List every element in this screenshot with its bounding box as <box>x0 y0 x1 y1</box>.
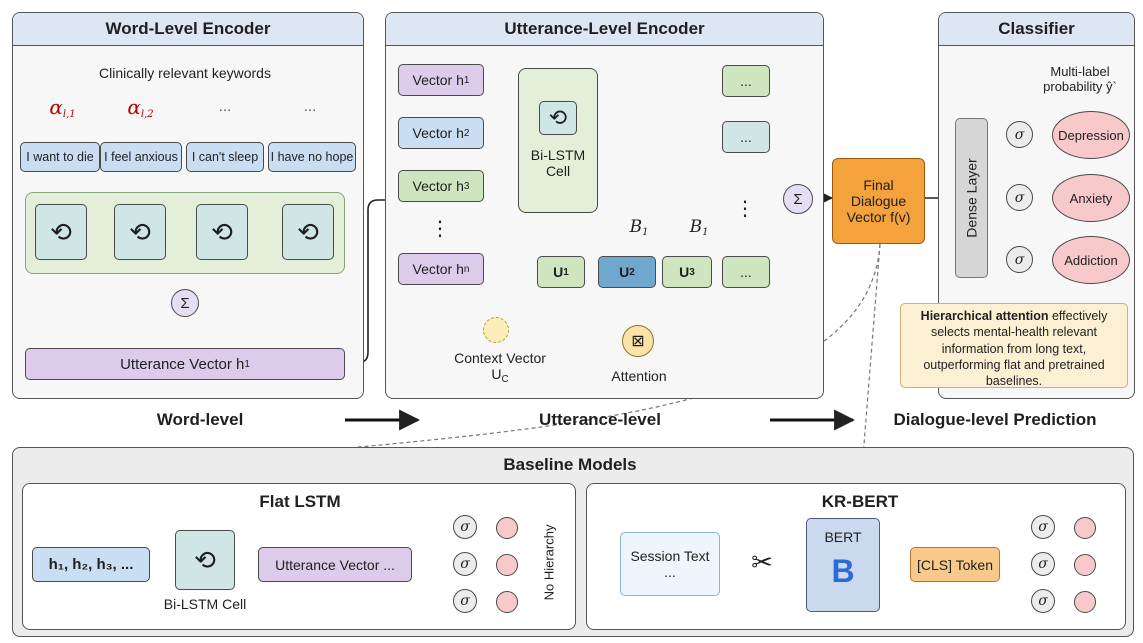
output-node <box>1074 554 1096 576</box>
bilstm-cell: ⟲ Bi-LSTM Cell <box>518 68 598 213</box>
flat-lstm-title: Flat LSTM <box>259 492 341 511</box>
kr-bert-title: KR-BERT <box>821 492 899 511</box>
flat-utterance-vector: Utterance Vector ... <box>258 547 412 582</box>
panel-title: Classifier <box>939 13 1134 46</box>
sigmoid-node: σ <box>1031 515 1055 539</box>
panel-title: Utterance-Level Encoder <box>386 13 823 46</box>
flat-input-box: h₁, h₂, h₃, ... <box>32 547 150 582</box>
cls-token-box: [CLS] Token <box>910 547 1000 582</box>
output-node <box>1074 517 1096 539</box>
b-label: B1 <box>689 217 709 238</box>
b-label: B1 <box>629 217 649 238</box>
sum-node: Σ <box>171 289 199 317</box>
hidden-state-box: ... <box>722 121 770 153</box>
output-node <box>1074 591 1096 613</box>
vertical-ellipsis: ⋮ <box>430 218 450 240</box>
final-dialogue-vector: Final Dialogue Vector f(v) <box>832 158 925 244</box>
stage-label-word: Word-level <box>156 410 244 429</box>
attention-weight-1: αl,1 <box>49 95 76 121</box>
keyword-phrase: I can't sleep <box>186 142 264 172</box>
multilabel-caption: Multi-label probability ŷ` <box>1043 64 1117 94</box>
stage-label-utterance: Utterance-level <box>539 410 661 429</box>
output-node <box>496 591 518 613</box>
keyword-phrase: I have no hope <box>268 142 356 172</box>
context-vector-node <box>483 317 509 343</box>
attention-label: Attention <box>611 368 667 384</box>
lstm-cell: ⟲ <box>282 204 334 260</box>
hidden-state-box: ... <box>722 65 770 97</box>
scissors-icon: ✂ <box>751 547 773 577</box>
attention-weight-2: αl,2 <box>127 95 154 121</box>
recurrent-loop-icon: ⟲ <box>50 216 72 247</box>
hidden-state-box: ... <box>722 256 770 288</box>
lstm-cell: ⟲ <box>114 204 166 260</box>
dense-layer: Dense Layer <box>955 118 988 278</box>
output-depression: Depression <box>1052 111 1130 159</box>
sigmoid-node: σ <box>1006 184 1033 211</box>
sum-node: Σ <box>783 184 813 214</box>
baseline-title: Baseline Models <box>503 455 637 474</box>
panel-title: Word-Level Encoder <box>13 13 363 46</box>
sigmoid-node: σ <box>1031 552 1055 576</box>
recurrent-loop-icon: ⟲ <box>129 216 151 247</box>
note-highlight: Hierarchical attention <box>920 309 1049 323</box>
attention-icon: ⊠ <box>631 333 645 350</box>
bert-box: BERT B <box>806 518 880 612</box>
sigmoid-node: σ <box>453 589 477 613</box>
session-text-label: Session Text ... <box>630 548 710 580</box>
lstm-cell: ⟲ <box>196 204 248 260</box>
sigmoid-node: σ <box>1006 121 1033 148</box>
sigmoid-node: σ <box>1031 589 1055 613</box>
lstm-cell: ⟲ <box>35 204 87 260</box>
no-hierarchy-label: No Hierarchy <box>541 524 557 601</box>
bilstm-label: Bi-LSTM Cell <box>530 147 586 179</box>
attention-node: ⊠ <box>622 325 654 357</box>
output-node <box>496 554 518 576</box>
bert-label: BERT <box>824 529 862 545</box>
sigmoid-node: σ <box>453 515 477 539</box>
bert-logo-icon: B <box>831 553 855 589</box>
session-text-box: Session Text ... <box>620 532 720 596</box>
stage-label-dialogue: Dialogue-level Prediction <box>893 410 1097 429</box>
attention-weight-ellipsis: ... <box>218 98 232 115</box>
flat-lstm-cell: ⟲ <box>175 530 235 590</box>
flat-lstm-cell-label: Bi-LSTM Cell <box>163 596 247 612</box>
sigmoid-node: σ <box>453 552 477 576</box>
attention-weight-ellipsis: ... <box>303 98 317 115</box>
vertical-ellipsis: ⋮ <box>735 198 755 220</box>
sigmoid-node: σ <box>1006 246 1033 273</box>
context-vector-label: Context Vector UC <box>454 350 546 386</box>
conclusion-note: Hierarchical attention effectively selec… <box>900 303 1128 388</box>
keywords-caption: Clinically relevant keywords <box>99 65 271 81</box>
note-text: effectively selects mental-health releva… <box>923 309 1108 388</box>
keyword-phrase: I want to die <box>20 142 100 172</box>
keyword-phrase: I feel anxious <box>100 142 182 172</box>
output-anxiety: Anxiety <box>1052 174 1130 222</box>
recurrent-loop-icon: ⟲ <box>297 216 319 247</box>
final-vector-label: Final Dialogue Vector f(v) <box>846 177 911 225</box>
recurrent-loop-icon: ⟲ <box>539 101 577 135</box>
dense-layer-label: Dense Layer <box>963 158 980 238</box>
recurrent-loop-icon: ⟲ <box>211 216 233 247</box>
output-node <box>496 517 518 539</box>
output-addiction: Addiction <box>1052 236 1130 284</box>
recurrent-loop-icon: ⟲ <box>194 544 216 575</box>
